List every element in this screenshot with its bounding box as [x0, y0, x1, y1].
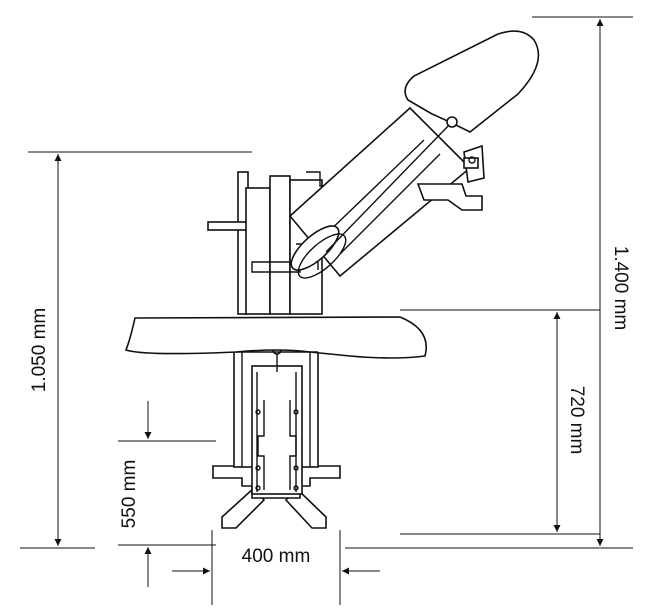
dimension-label-base-width: 400 mm [242, 546, 311, 567]
dimension-label-base-height: 550 mm [119, 460, 140, 529]
dimension-label-seat-height: 1.050 mm [29, 308, 50, 392]
dimension-arrows [54, 19, 604, 587]
dimension-label-total-height: 1.400 mm [610, 246, 631, 330]
table-top [124, 316, 427, 359]
lower-column [233, 344, 319, 495]
dimension-labels: 1.400 mm 1.050 mm 720 mm 550 mm 400 mm [29, 246, 631, 567]
extension-lines [20, 16, 633, 605]
dimension-label-table-height: 720 mm [566, 386, 587, 455]
side-bracket [416, 144, 485, 211]
tilted-arm [288, 30, 540, 279]
